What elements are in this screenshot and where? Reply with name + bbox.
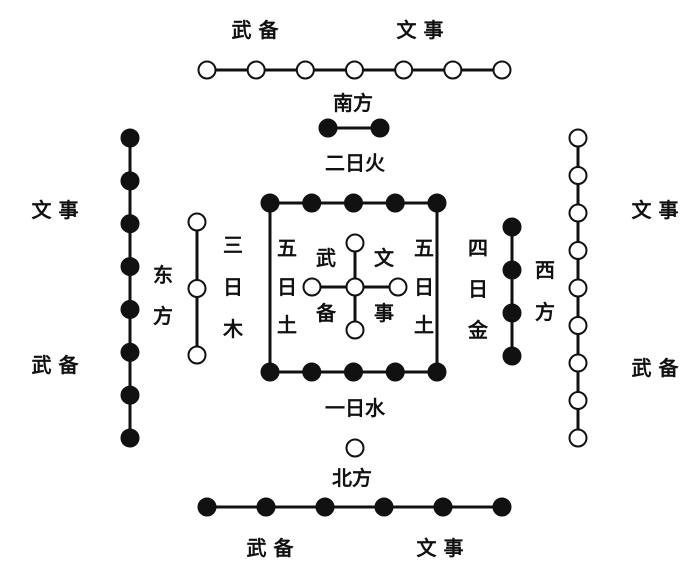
center-top-dot: [302, 193, 322, 213]
center-cross-dot: [345, 320, 365, 340]
center-wu-2: 备: [315, 301, 337, 325]
wood-label-2: 日: [223, 275, 243, 299]
center-bottom-dot: [427, 362, 447, 382]
earth-right-1: 五: [414, 236, 434, 260]
west-outer-dot: [568, 203, 588, 223]
east-outer-dot: [120, 257, 140, 277]
center-cross-dot: [345, 277, 365, 297]
west-inner-dot: [502, 303, 522, 323]
north-wen-label: 文 事: [417, 536, 464, 560]
earth-right-3: 土: [414, 313, 434, 337]
south-inner-dot: [370, 118, 390, 138]
center-cross-dot: [388, 277, 408, 297]
center-cross-dot: [345, 233, 365, 253]
south-outer-dot: [492, 60, 512, 80]
east-outer-dot: [120, 342, 140, 362]
north-outer-dot: [256, 497, 276, 517]
west-outer-dot: [568, 316, 588, 335]
center-top-dot: [385, 193, 405, 213]
south-outer-dot: [443, 60, 463, 80]
metal-label-3: 金: [467, 318, 489, 342]
center-wen-1: 文: [374, 246, 395, 270]
east-outer-dot: [120, 428, 140, 448]
west-outer-dot: [568, 391, 588, 410]
north-outer-dot: [315, 497, 335, 517]
east-wen-label: 文 事: [32, 198, 79, 222]
center-bottom-dot: [302, 362, 322, 382]
wood-label-1: 三: [223, 233, 243, 257]
west-label-1: 西: [535, 258, 555, 282]
west-label-2: 方: [535, 300, 555, 324]
east-wu-label: 武 备: [32, 353, 80, 377]
earth-left-2: 日: [277, 275, 297, 299]
center-top-dot: [344, 193, 363, 213]
west-wen-label: 文 事: [632, 198, 679, 222]
west-inner-dot: [502, 260, 522, 280]
earth-left-3: 土: [277, 313, 297, 337]
north-outer-dot: [197, 497, 217, 517]
west-outer-dot: [568, 353, 588, 373]
south-outer-dot: [295, 60, 315, 80]
center-cross-dot: [302, 277, 322, 297]
metal-label-2: 日: [468, 277, 488, 301]
south-label: 南方: [333, 91, 373, 115]
wood-label-3: 木: [222, 317, 244, 341]
south-outer-dot: [197, 60, 217, 80]
south-outer-dot: [345, 60, 364, 80]
center-bottom-dot: [260, 362, 280, 382]
west-inner-dot: [502, 217, 522, 237]
south-inner-dot: [318, 118, 338, 138]
south-outer-dot: [246, 60, 266, 80]
north-label: 北方: [332, 466, 372, 490]
earth-left-1: 五: [277, 236, 297, 260]
east-outer-dot: [120, 128, 140, 148]
north-outer-dot: [433, 497, 453, 517]
east-inner-dot: [187, 345, 207, 365]
west-inner-dot: [502, 346, 522, 366]
south-outer-dot: [394, 60, 414, 80]
east-inner-dot: [187, 279, 207, 298]
south-wu-label: 武 备: [232, 18, 280, 42]
east-outer-dot: [120, 385, 140, 405]
center-bottom-dot: [385, 362, 405, 382]
fire-label: 二日火: [325, 151, 386, 175]
north-outer-dot: [492, 497, 512, 517]
east-label-1: 东: [153, 263, 173, 287]
east-outer-dot: [120, 214, 140, 234]
west-outer-dot: [568, 278, 588, 298]
east-outer-dot: [120, 299, 140, 319]
center-top-dot: [427, 193, 447, 213]
north-inner-dot: [345, 438, 365, 458]
east-outer-dot: [120, 171, 140, 191]
west-wu-label: 武 备: [632, 356, 680, 380]
north-wu-label: 武 备: [247, 536, 295, 560]
earth-right-2: 日: [414, 275, 434, 299]
center-wen-2: 事: [374, 301, 394, 325]
metal-label-1: 四: [468, 236, 488, 260]
west-outer-dot: [568, 241, 588, 260]
west-outer-dot: [568, 128, 588, 148]
center-top-dot: [260, 193, 280, 213]
center-bottom-dot: [344, 362, 363, 382]
north-outer-dot: [374, 497, 394, 517]
east-inner-dot: [187, 212, 207, 232]
water-label: 一日水: [325, 396, 386, 420]
west-outer-dot: [568, 428, 588, 448]
south-wen-label: 文 事: [397, 18, 444, 42]
center-wu-1: 武: [316, 246, 336, 270]
east-label-2: 方: [153, 304, 173, 328]
west-outer-dot: [568, 166, 588, 185]
